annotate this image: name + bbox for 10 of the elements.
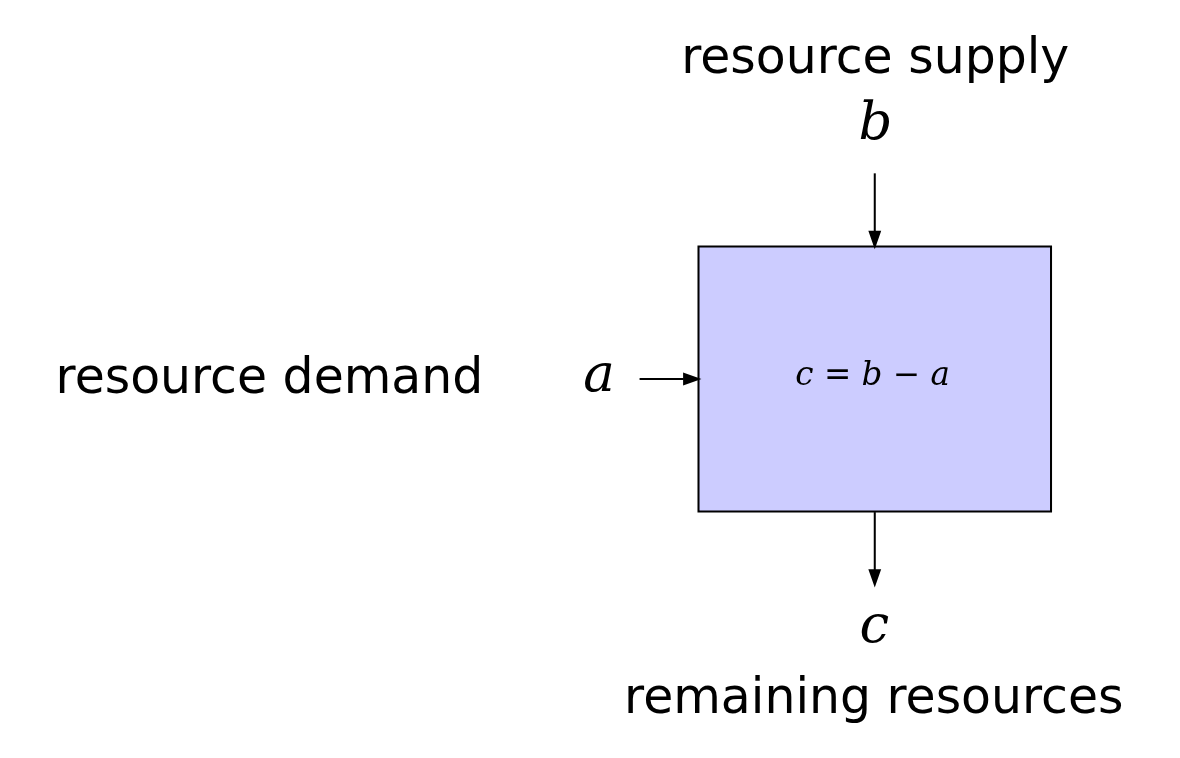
node-label: resource demand (55, 347, 484, 405)
node-text: a (583, 341, 615, 403)
node-label: remaining resources (624, 667, 1124, 725)
node-text: c (859, 593, 890, 655)
arrow (868, 512, 882, 588)
node-label: resource supply (681, 27, 1070, 85)
node-box: c = b − a (697, 245, 1053, 513)
arrow (639, 372, 702, 386)
arrow (868, 173, 882, 250)
node-text: b (858, 90, 893, 152)
